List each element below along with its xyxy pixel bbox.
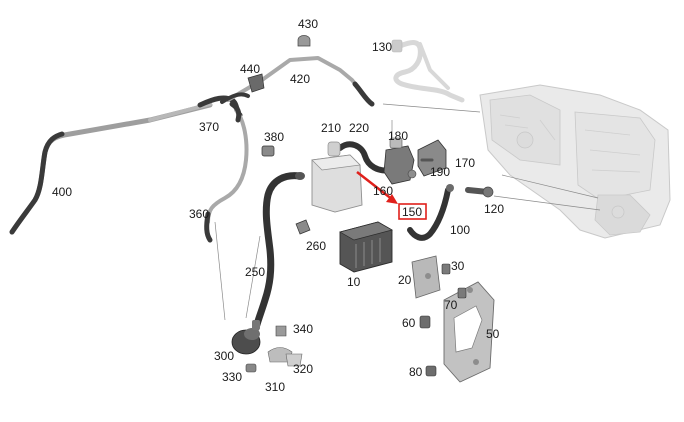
label-190: 190 (430, 165, 450, 179)
label-80: 80 (409, 365, 423, 379)
label-320: 320 (293, 362, 313, 376)
label-60: 60 (402, 316, 416, 330)
bracket-50 (443, 281, 495, 383)
label-170: 170 (455, 156, 475, 170)
hose-250 (252, 172, 305, 332)
label-370: 370 (199, 120, 219, 134)
label-10: 10 (347, 275, 361, 289)
part-380 (261, 145, 275, 157)
label-260: 260 (306, 239, 326, 253)
label-220: 220 (349, 121, 369, 135)
highlight-box (398, 203, 427, 220)
label-300: 300 (214, 349, 234, 363)
part-440 (247, 73, 265, 93)
part-labels: 430 130 440 420 370 210 220 380 180 170 … (52, 17, 504, 394)
fasteners-30-60-70-80 (419, 263, 467, 377)
bracket-20 (411, 255, 441, 299)
label-120: 120 (484, 202, 504, 216)
label-20: 20 (398, 273, 412, 287)
hose-210 (337, 141, 393, 174)
label-160: 160 (373, 184, 393, 198)
label-30: 30 (451, 259, 465, 273)
label-400: 400 (52, 185, 72, 199)
label-430: 430 (298, 17, 318, 31)
pipe-360 (204, 101, 249, 243)
label-100: 100 (450, 223, 470, 237)
small-fasteners (245, 325, 303, 373)
label-210: 210 (321, 121, 341, 135)
label-50: 50 (486, 327, 500, 341)
part-430 (297, 35, 311, 47)
label-380: 380 (264, 130, 284, 144)
label-70: 70 (444, 298, 458, 312)
part-120 (465, 186, 494, 198)
label-340: 340 (293, 322, 313, 336)
leader-lines (214, 103, 601, 321)
part-260 (295, 219, 311, 235)
part-10 (339, 221, 393, 273)
pump-300 (231, 320, 261, 355)
hvac-unit (479, 84, 671, 239)
reservoir (311, 141, 363, 213)
hose-100 (407, 184, 454, 241)
label-250: 250 (245, 265, 265, 279)
label-330: 330 (222, 370, 242, 384)
label-130: 130 (372, 40, 392, 54)
label-180: 180 (388, 129, 408, 143)
label-150: 150 (402, 205, 422, 219)
label-440: 440 (240, 62, 260, 76)
valve-cluster (383, 137, 447, 185)
label-310: 310 (265, 380, 285, 394)
highlight-arrow (356, 171, 398, 204)
pipe-130 (391, 39, 465, 103)
label-420: 420 (290, 72, 310, 86)
label-360: 360 (189, 207, 209, 221)
